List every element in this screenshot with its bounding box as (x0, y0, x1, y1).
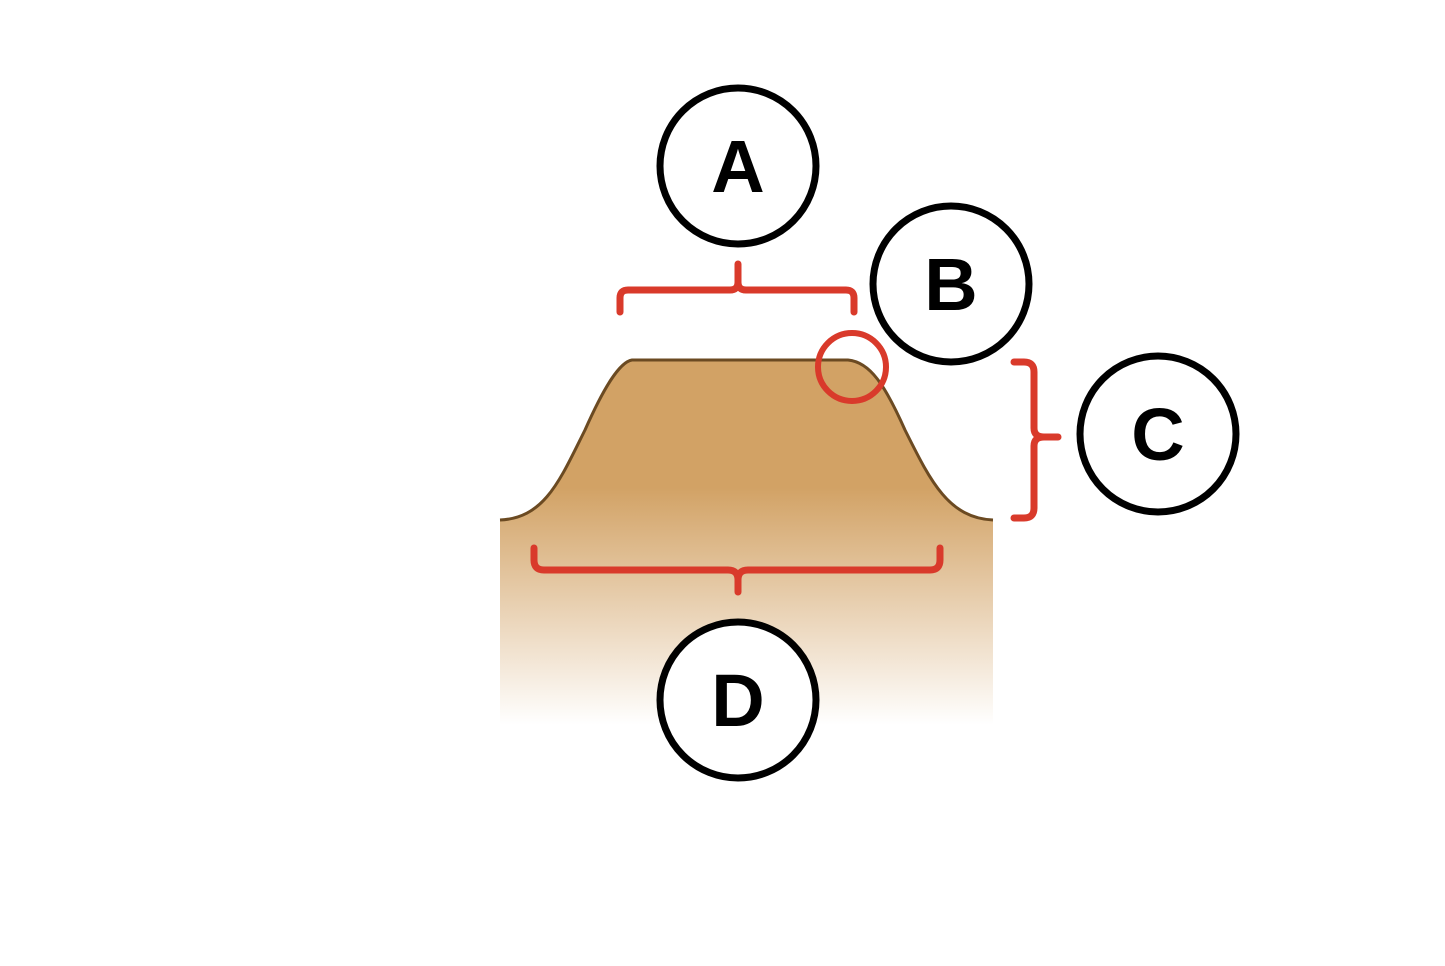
callout-c-label: C (1131, 393, 1184, 476)
callout-b: B (869, 202, 1033, 366)
mound-body (500, 360, 993, 725)
callout-d-label: D (711, 659, 764, 742)
bracket-a-top-width (616, 260, 858, 316)
callout-b-circle (869, 202, 1033, 366)
callout-a: A (656, 84, 820, 248)
mound-outline (499, 358, 994, 522)
callout-d: D (656, 618, 820, 782)
bracket-c-height (1010, 358, 1062, 522)
callout-a-circle (656, 84, 820, 248)
callout-b-label: B (924, 243, 977, 326)
callout-c-circle (1076, 352, 1240, 516)
callout-c: C (1076, 352, 1240, 516)
callout-d-circle (656, 618, 820, 782)
callout-a-label: A (711, 125, 764, 208)
circle-b-shoulder (815, 330, 889, 404)
bracket-d-base-width (530, 544, 944, 596)
